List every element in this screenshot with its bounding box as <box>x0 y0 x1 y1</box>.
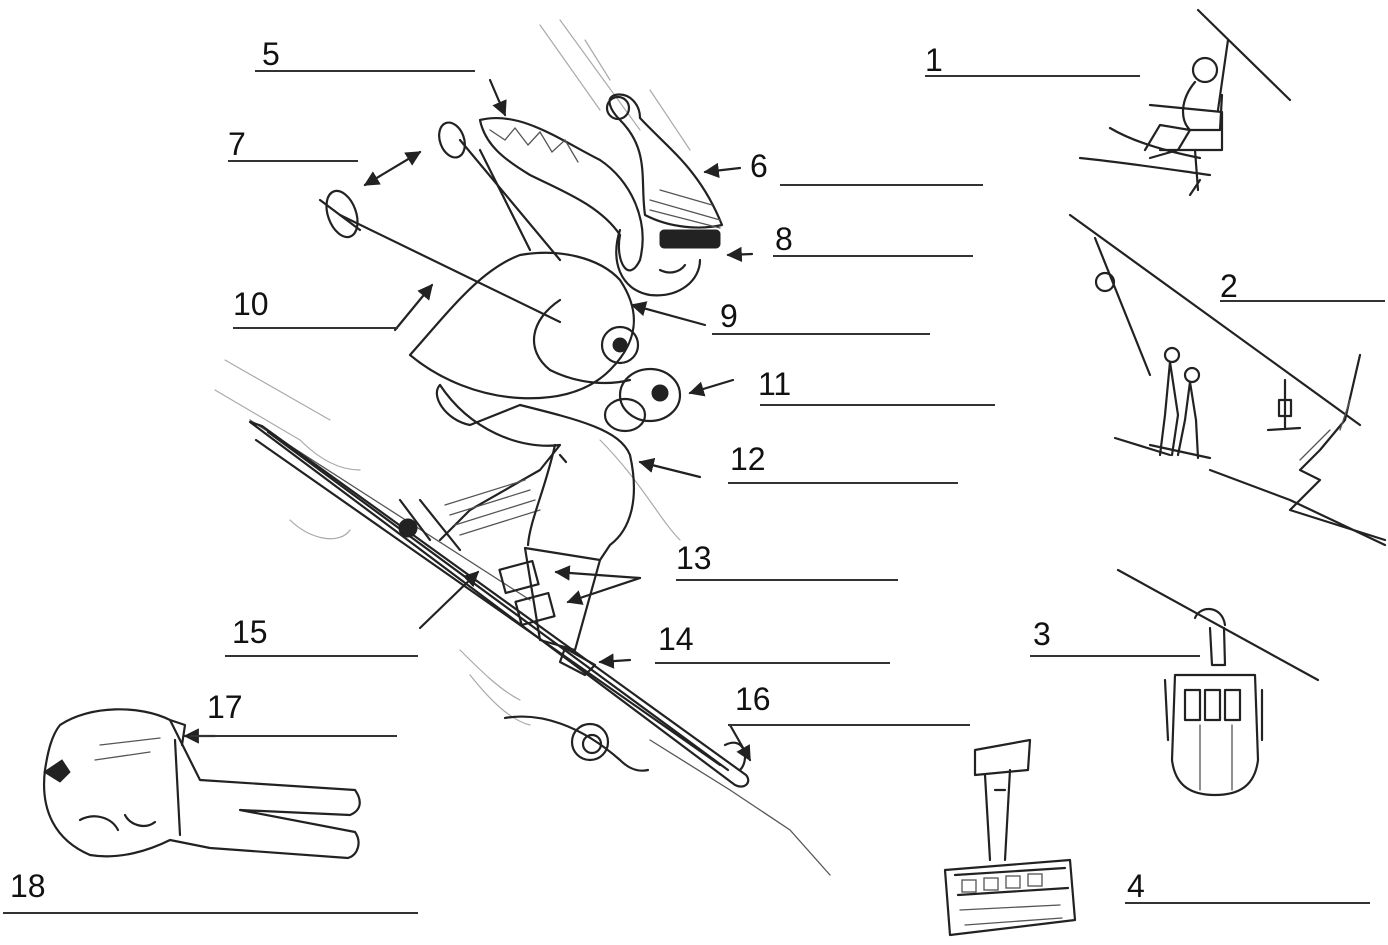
ski-boots <box>499 548 600 675</box>
jacket <box>410 253 634 425</box>
label-number-11: 11 <box>758 368 791 400</box>
ski-poles <box>320 119 560 322</box>
label-number-14: 14 <box>658 623 694 655</box>
skis <box>250 422 748 787</box>
answer-line-9[interactable] <box>712 333 930 335</box>
label-number-15: 15 <box>232 616 268 648</box>
answer-line-7[interactable] <box>228 160 358 162</box>
answer-line-2[interactable] <box>1220 300 1385 302</box>
gondola-drawing <box>1118 570 1318 795</box>
label-number-4: 4 <box>1127 870 1145 902</box>
label-number-12: 12 <box>730 443 766 475</box>
label-number-10: 10 <box>233 288 269 320</box>
label-number-3: 3 <box>1033 618 1051 650</box>
answer-line-1[interactable] <box>925 75 1140 77</box>
answer-line-6[interactable] <box>780 184 983 186</box>
label-number-16: 16 <box>735 683 771 715</box>
label-number-18: 18 <box>10 870 46 902</box>
label-number-7: 7 <box>228 128 246 160</box>
answer-line-16[interactable] <box>728 724 970 726</box>
answer-line-4[interactable] <box>1125 902 1370 904</box>
label-number-6: 6 <box>750 150 768 182</box>
snow-hatching <box>215 20 690 725</box>
label-number-17: 17 <box>207 691 243 723</box>
label-number-1: 1 <box>925 44 943 76</box>
label-number-5: 5 <box>262 38 280 70</box>
chairlift-drawing <box>1080 10 1290 195</box>
ski-suit-drawing <box>44 709 360 858</box>
answer-line-8[interactable] <box>773 255 973 257</box>
front-leg <box>520 405 634 560</box>
answer-line-14[interactable] <box>655 662 890 664</box>
label-number-13: 13 <box>676 542 712 574</box>
label-number-2: 2 <box>1220 270 1238 302</box>
answer-line-3[interactable] <box>1030 655 1200 657</box>
answer-line-13[interactable] <box>676 579 898 581</box>
answer-line-18[interactable] <box>3 912 418 914</box>
t-bar-lift-drawing <box>1070 215 1385 545</box>
answer-line-12[interactable] <box>728 482 958 484</box>
answer-line-10[interactable] <box>233 327 398 329</box>
answer-line-15[interactable] <box>225 655 418 657</box>
cable-car-drawing <box>945 740 1075 935</box>
answer-line-11[interactable] <box>760 404 995 406</box>
label-number-8: 8 <box>775 223 793 255</box>
snail <box>505 717 648 771</box>
label-number-9: 9 <box>720 300 738 332</box>
answer-line-17[interactable] <box>190 735 397 737</box>
answer-line-5[interactable] <box>255 70 475 72</box>
goggles <box>660 230 720 248</box>
